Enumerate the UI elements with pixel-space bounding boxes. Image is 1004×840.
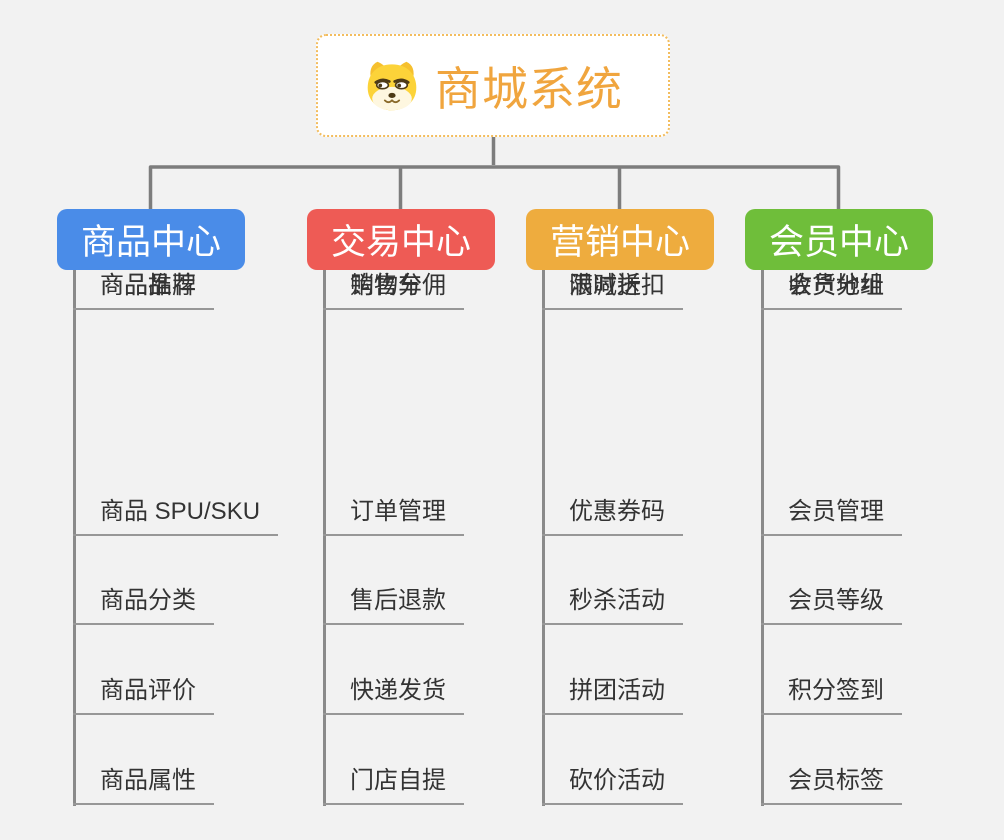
node-product-spu-sku[interactable]: 商品 SPU/SKU bbox=[73, 496, 279, 536]
dog-face-icon bbox=[367, 61, 417, 110]
branch-header-marketing-center[interactable]: 营销中心 bbox=[526, 209, 714, 270]
node-product-brand[interactable]: 商品品牌 bbox=[73, 270, 214, 310]
node-flash-sale[interactable]: 秒杀活动 bbox=[542, 585, 683, 625]
branch-trade-center: 交易中心 订单管理 售后退款 快递发货 门店自提 购物车 销售分佣 bbox=[307, 209, 495, 806]
node-coupon-code[interactable]: 优惠券码 bbox=[542, 496, 683, 536]
node-product-attribute[interactable]: 商品属性 bbox=[73, 765, 214, 805]
node-member-management[interactable]: 会员管理 bbox=[761, 496, 902, 536]
node-bargain-activity[interactable]: 砍价活动 bbox=[542, 765, 683, 805]
node-order-management[interactable]: 订单管理 bbox=[323, 496, 464, 536]
node-sales-commission[interactable]: 销售分佣 bbox=[323, 270, 464, 310]
node-express-delivery[interactable]: 快递发货 bbox=[323, 675, 464, 715]
node-product-recommend[interactable]: 商品推荐 bbox=[73, 270, 214, 310]
node-member-level[interactable]: 会员等级 bbox=[761, 585, 902, 625]
node-group-buy[interactable]: 拼团活动 bbox=[542, 675, 683, 715]
node-points-checkin[interactable]: 积分签到 bbox=[761, 675, 902, 715]
branch-vertical-line bbox=[542, 270, 545, 806]
node-shopping-cart[interactable]: 购物车 bbox=[323, 270, 440, 310]
node-spend-and-save[interactable]: 满减送 bbox=[542, 270, 659, 310]
connector-path bbox=[148, 137, 841, 209]
node-store-pickup[interactable]: 门店自提 bbox=[323, 765, 464, 805]
node-product-review[interactable]: 商品评价 bbox=[73, 675, 214, 715]
branch-vertical-line bbox=[761, 270, 764, 806]
node-member-tags[interactable]: 会员标签 bbox=[761, 765, 902, 805]
node-after-sale-refund[interactable]: 售后退款 bbox=[323, 585, 464, 625]
branch-marketing-center: 营销中心 优惠券码 秒杀活动 拼团活动 砍价活动 限时折扣 满减送 bbox=[526, 209, 714, 806]
branch-vertical-line bbox=[323, 270, 326, 806]
node-shipping-address[interactable]: 收货地址 bbox=[761, 270, 902, 310]
branch-vertical-line bbox=[73, 270, 76, 806]
branch-header-trade-center[interactable]: 交易中心 bbox=[307, 209, 495, 270]
branch-header-member-center[interactable]: 会员中心 bbox=[745, 209, 933, 270]
root-title: 商城系统 bbox=[435, 62, 623, 115]
branch-member-center: 会员中心 会员管理 会员等级 积分签到 会员标签 会员分组 收货地址 bbox=[745, 209, 933, 806]
branch-header-product-center[interactable]: 商品中心 bbox=[57, 209, 245, 270]
branch-product-center: 商品中心 商品 SPU/SKU 商品分类 商品评价 商品属性 商品推荐 商品品牌 bbox=[57, 209, 279, 806]
node-product-category[interactable]: 商品分类 bbox=[73, 585, 214, 625]
root-node[interactable]: 商城系统 bbox=[316, 34, 670, 137]
